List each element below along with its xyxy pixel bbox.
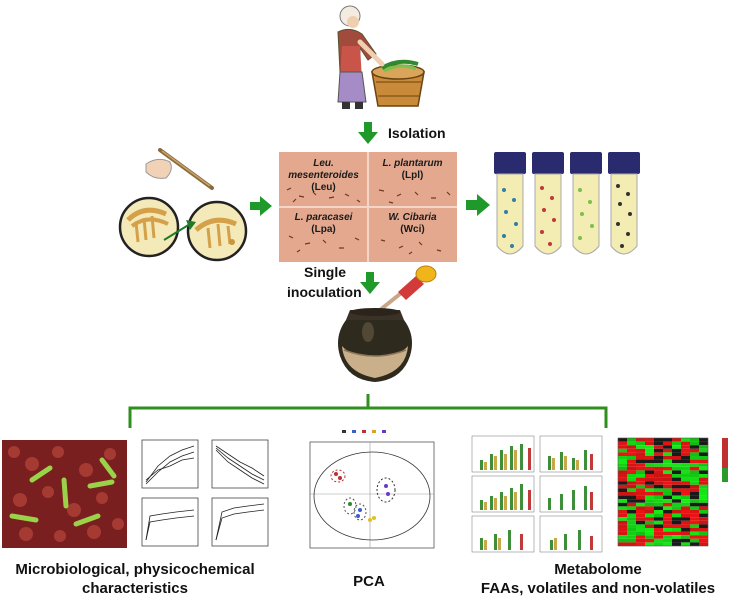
strain-leu-abbr: (Leu) [311, 182, 336, 193]
metabolome-caption: Metabolome FAAs, volatiles and non-volat… [460, 560, 736, 598]
physicochemical-graphs [136, 436, 276, 552]
colony-circle-left [118, 196, 180, 258]
strain-wci-name: W. Cibaria [388, 212, 437, 223]
metabolome-caption-line2: FAAs, volatiles and non-volatiles [480, 580, 716, 597]
pipette-hand-illustration [140, 148, 220, 198]
fermentation-pot-illustration [330, 306, 420, 386]
micro-caption-line1: Microbiological, physicochemical [15, 561, 255, 578]
colony-circle-right [186, 200, 248, 262]
arrow-right-icon [250, 196, 272, 216]
strain-lpl-abbr: (Lpl) [401, 170, 424, 181]
bacteria-micrograph [2, 440, 127, 548]
woman-washing-illustration [320, 2, 430, 114]
strain-wci: W. Cibaria (Wci) [368, 212, 457, 236]
pca-plot [298, 424, 438, 556]
strain-lpa-name: L. paracasei [294, 212, 353, 223]
micro-caption-line2: characteristics [82, 580, 188, 597]
strain-leu: Leu. mesenteroides (Leu) [279, 158, 368, 194]
pca-caption: PCA [353, 573, 385, 590]
metabolome-bar-charts [470, 434, 608, 554]
strain-wci-abbr: (Wci) [400, 224, 425, 235]
metabolome-caption-line1: Metabolome [554, 561, 642, 578]
arrow-down-icon [360, 272, 380, 294]
strain-lpa-abbr: (Lpa) [311, 224, 336, 235]
strain-lpa: L. paracasei (Lpa) [279, 212, 368, 236]
strain-lpl: L. plantarum (Lpl) [368, 158, 457, 182]
bracket-connector [128, 392, 608, 432]
arrow-right-icon [466, 194, 490, 216]
inoculation-label: inoculation [287, 284, 362, 300]
connector-arrow-icon [160, 216, 200, 246]
strain-microscopy-panel: Leu. mesenteroides (Leu) L. plantarum (L… [279, 152, 457, 262]
metabolome-heatmap [612, 430, 734, 556]
strain-leu-name: Leu. mesenteroides [288, 158, 359, 181]
arrow-down-icon [358, 122, 378, 144]
strain-lpl-name: L. plantarum [382, 158, 443, 169]
single-label: Single [304, 264, 347, 280]
isolation-label: Isolation [388, 125, 446, 141]
micro-caption: Microbiological, physicochemical charact… [0, 560, 270, 598]
culture-tubes-illustration [492, 150, 642, 265]
